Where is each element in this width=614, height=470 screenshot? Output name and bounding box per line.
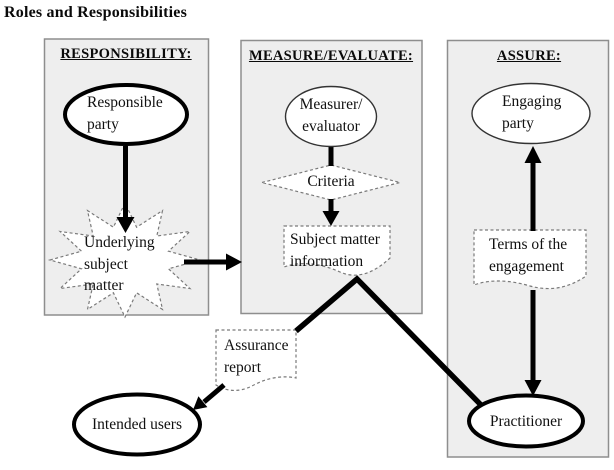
intended-users-shape (72, 392, 202, 457)
terms-of-engagement-shape (473, 229, 587, 290)
page-title: Roles and Responsibilities (4, 4, 188, 21)
intended-users-label: Intended users (92, 416, 182, 433)
arrowhead-terms-to-engaging (524, 146, 542, 163)
arrowhead-terms-to-practitioner (524, 380, 542, 396)
measurer-evaluator-shape (284, 85, 378, 148)
arrowhead-criteria-to-smi (322, 211, 340, 226)
header-responsibility: RESPONSIBILITY: (60, 46, 192, 62)
subject-matter-information-label: Subject matter information (290, 231, 380, 270)
underlying-subject-matter-shape (47, 201, 203, 319)
header-assure: ASSURE: (496, 48, 562, 64)
header-measure-evaluate: MEASURE/EVALUATE: (248, 48, 414, 64)
practitioner-shape (467, 393, 585, 449)
subject-matter-information-shape (283, 225, 391, 276)
responsible-party-shape (63, 83, 189, 146)
underlying-subject-matter-label: Underlying subject matter (84, 234, 155, 294)
assurance-report-shape (215, 329, 297, 391)
engaging-party-shape (471, 82, 591, 145)
connector-smi-report-practitioner (294, 275, 485, 409)
responsible-party-label: Responsible party (87, 94, 163, 133)
arrowhead-subject-to-smi (226, 253, 242, 271)
engaging-party-label: Engaging party (502, 93, 562, 132)
measurer-evaluator-label: Measurer/ evaluator (299, 96, 363, 135)
criteria-shape (261, 164, 401, 201)
arrowhead-report-to-users (193, 396, 208, 410)
assurance-report-label: Assurance report (224, 337, 289, 376)
practitioner-label: Practitioner (489, 413, 563, 430)
terms-of-engagement-label: Terms of the engagement (489, 236, 568, 275)
arrow-report-to-users (202, 383, 226, 404)
arrowhead-responsible-to-subject (116, 217, 135, 233)
criteria-label: Criteria (307, 173, 355, 190)
